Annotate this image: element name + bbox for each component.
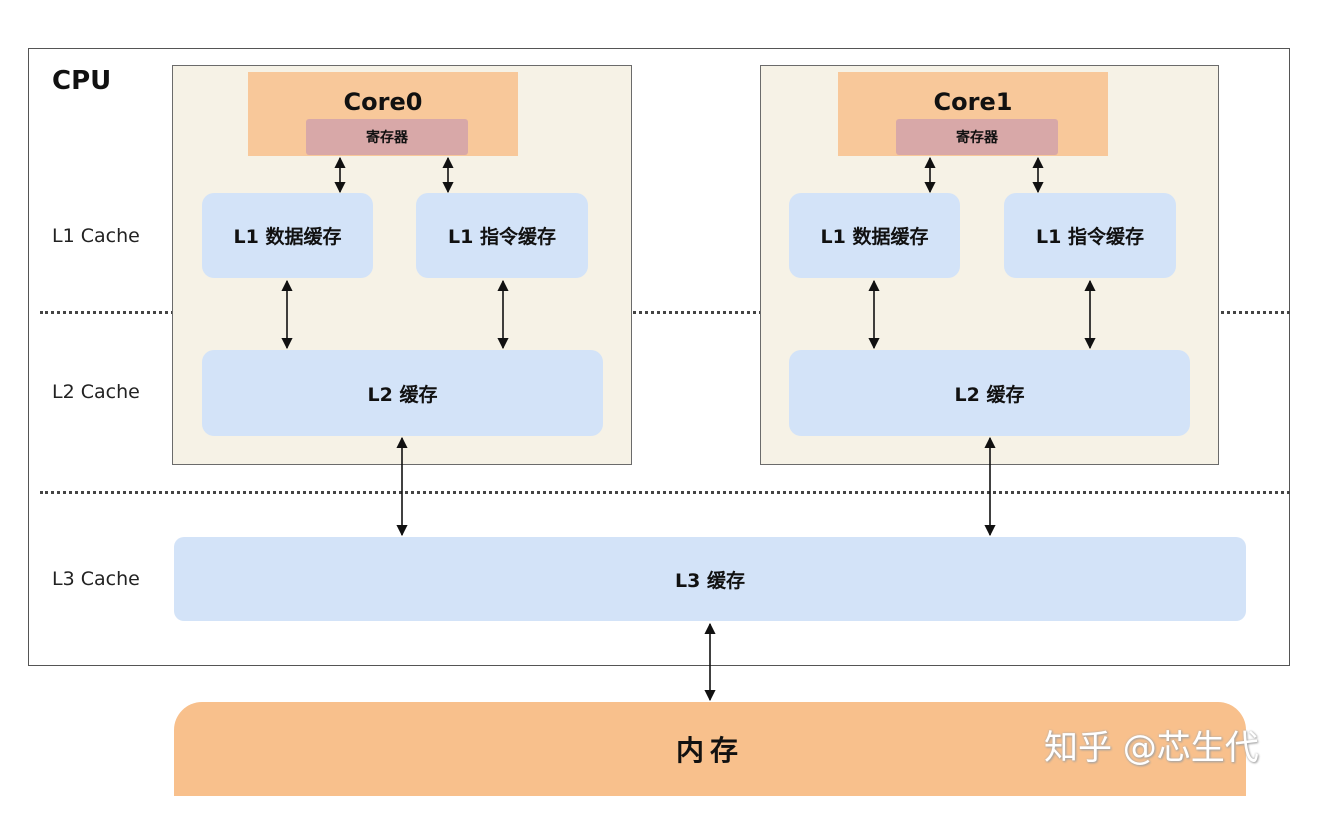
l3-cache: L3 缓存 [174, 537, 1246, 621]
core0-header: Core0 [248, 72, 518, 156]
l1-l2-divider [40, 311, 1290, 314]
l2-l3-divider [40, 491, 1290, 494]
core0-l1-instruction-cache: L1 指令缓存 [416, 193, 588, 278]
cpu-label: CPU [52, 66, 112, 96]
core0-l2-cache: L2 缓存 [202, 350, 603, 436]
core1-l1-data-cache: L1 数据缓存 [789, 193, 960, 278]
core0-register: 寄存器 [306, 119, 468, 155]
l3-cache-level-label: L3 Cache [52, 568, 140, 590]
memory-block: 内存 [174, 702, 1246, 796]
watermark-text: 知乎 @芯生代 [1044, 728, 1259, 768]
core0-l1-data-cache: L1 数据缓存 [202, 193, 373, 278]
core0-title: Core0 [343, 88, 423, 116]
core1-l2-cache: L2 缓存 [789, 350, 1190, 436]
l2-cache-level-label: L2 Cache [52, 381, 140, 403]
l1-cache-level-label: L1 Cache [52, 225, 140, 247]
core1-l1-instruction-cache: L1 指令缓存 [1004, 193, 1176, 278]
core1-title: Core1 [933, 88, 1013, 116]
core1-register: 寄存器 [896, 119, 1058, 155]
